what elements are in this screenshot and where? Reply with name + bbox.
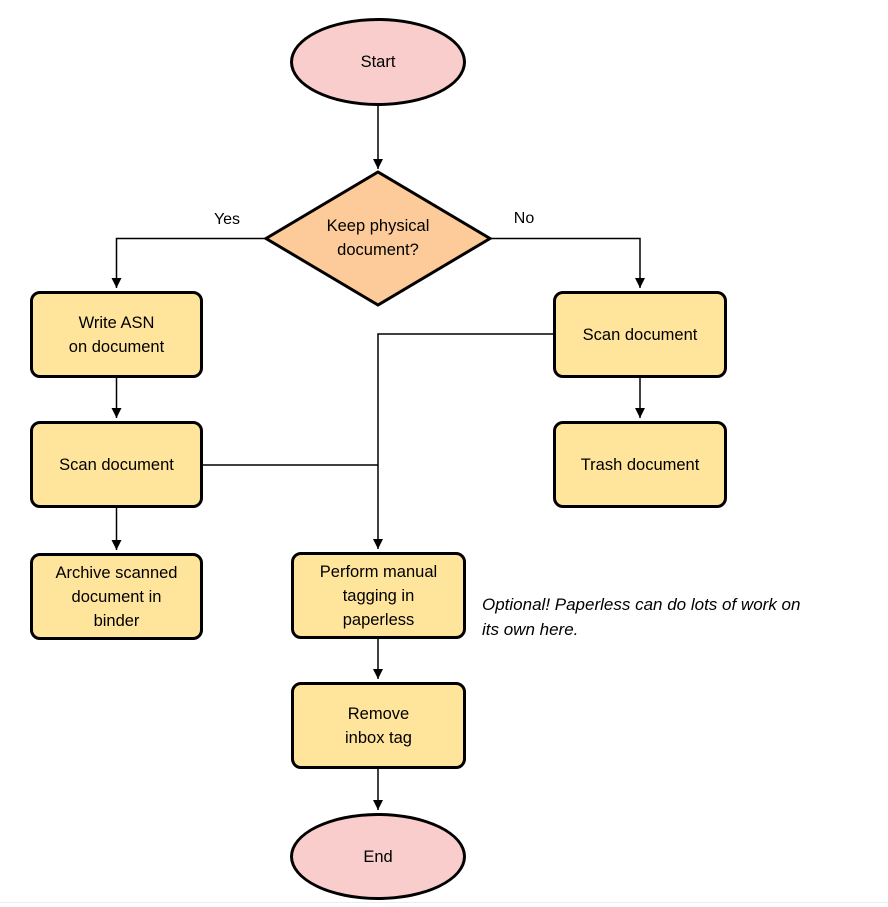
scan-document-left-node: Scan document xyxy=(30,421,203,508)
start-node: Start xyxy=(290,18,466,106)
edge-decision-no xyxy=(490,237,645,288)
optional-annotation: Optional! Paperless can do lots of work … xyxy=(482,595,801,639)
end-node-label: End xyxy=(363,847,393,866)
write-asn-node-label: Write ASN on document xyxy=(68,313,165,356)
end-node: End xyxy=(290,813,466,900)
scan-document-right-node-label: Scan document xyxy=(582,325,698,344)
remove-inbox-tag-node: Remove inbox tag xyxy=(291,682,466,769)
scan-document-left-node-label: Scan document xyxy=(59,455,174,474)
start-node-label: Start xyxy=(360,53,396,71)
edge-decision-yes xyxy=(111,237,266,288)
trash-document-node-label: Trash document xyxy=(580,455,700,474)
scan-document-right-node: Scan document xyxy=(553,291,727,378)
edge-scanright-to-tagging xyxy=(373,333,553,549)
decision-node-shape xyxy=(263,170,493,307)
decision-node-label: Keep physical document? xyxy=(326,217,430,259)
archive-node-label: Archive scanned document in binder xyxy=(55,563,178,630)
trash-document-node: Trash document xyxy=(553,421,727,508)
edge-label-no: No xyxy=(513,210,535,227)
write-asn-node: Write ASN on document xyxy=(30,291,203,378)
bottom-divider xyxy=(0,902,888,903)
remove-inbox-tag-node-label: Remove inbox tag xyxy=(345,704,412,747)
archive-node: Archive scanned document in binder xyxy=(30,553,203,640)
manual-tagging-node-label: Perform manual tagging in paperless xyxy=(319,562,438,629)
manual-tagging-node: Perform manual tagging in paperless xyxy=(291,552,466,639)
edge-label-yes: Yes xyxy=(213,211,241,228)
